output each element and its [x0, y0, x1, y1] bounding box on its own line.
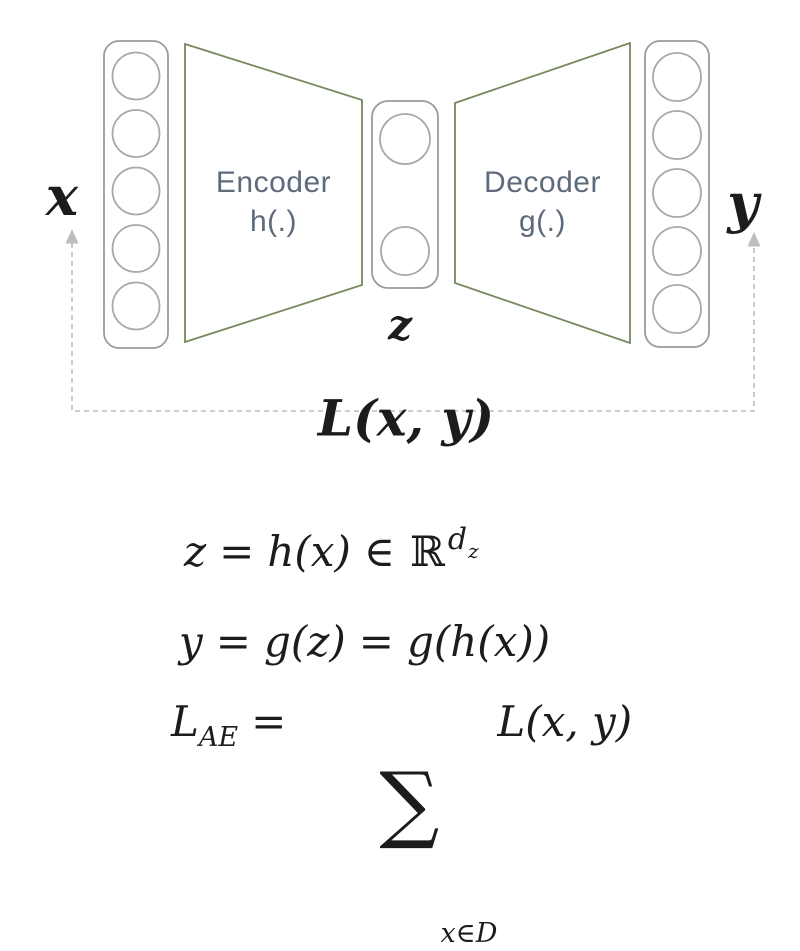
- neuron-circle: [652, 226, 702, 276]
- eq2-equals-2: =: [358, 617, 394, 666]
- eq3-summation: ∑ x∈D: [299, 697, 497, 949]
- input-variable-label: x: [45, 164, 79, 228]
- encoder-title: Encoder: [215, 166, 332, 199]
- eq2-rhs: g(h(x)): [406, 617, 551, 666]
- eq1-dimension-subscript: z: [468, 539, 479, 563]
- neuron-circle: [652, 284, 702, 334]
- eq1-element-of: ∈: [363, 527, 395, 576]
- eq1-real-set-symbol: ℝ: [409, 527, 445, 576]
- neuron-circle: [652, 110, 702, 160]
- equation-latent: z = h(x) ∈ ℝ d z: [184, 522, 479, 577]
- sigma-symbol: ∑: [379, 754, 440, 853]
- eq3-lhs-subscript: AE: [198, 722, 239, 753]
- neuron-circle: [111, 224, 161, 273]
- eq1-dimension-superscript: d: [447, 522, 468, 557]
- decoder-title: Decoder: [484, 166, 601, 199]
- equation-output: y = g(z) = g(h(x)): [179, 617, 550, 667]
- output-variable-label: y: [727, 171, 759, 235]
- encoder-trapezoid: [184, 42, 363, 344]
- eq2-mid: g(z): [263, 617, 346, 666]
- neuron-circle: [111, 166, 161, 216]
- neuron-circle: [111, 281, 161, 331]
- equation-loss: L AE = ∑ x∈D L(x, y): [171, 697, 633, 949]
- eq2-lhs: y: [179, 617, 203, 666]
- loss-dashed-line: [71, 243, 755, 412]
- eq1-equals: =: [219, 527, 255, 576]
- eq1-rhs: h(x): [267, 527, 351, 576]
- latent-variable-label: z: [388, 300, 412, 350]
- loss-arrowhead-left: [65, 229, 79, 244]
- slide-canvas: x y z L(x, y) Encoder h(.) Decoder g(.) …: [45, 40, 761, 950]
- eq3-summation-subscript: x∈D: [440, 918, 498, 950]
- decoder-trapezoid: [454, 41, 631, 345]
- encoder-function: h(.): [250, 205, 297, 238]
- eq1-lhs: z: [184, 527, 207, 576]
- eq3-equals: =: [251, 697, 287, 746]
- loss-loop-path: [71, 243, 755, 412]
- neuron-circle: [111, 109, 161, 158]
- neuron-circle: [379, 113, 431, 165]
- loss-arrowhead-right: [747, 232, 761, 247]
- input-layer: [103, 40, 169, 349]
- latent-layer: [371, 100, 439, 289]
- eq2-equals-1: =: [215, 617, 251, 666]
- neuron-circle: [380, 226, 430, 276]
- decoder-function: g(.): [519, 205, 566, 238]
- decoder-block-label: Decoder g(.): [455, 163, 630, 241]
- output-layer: [644, 40, 710, 348]
- loss-function-label: L(x, y): [317, 388, 495, 448]
- neuron-circle: [652, 52, 702, 102]
- neuron-circle: [652, 168, 702, 218]
- autoencoder-diagram: [65, 40, 761, 412]
- eq3-term: L(x, y): [497, 697, 633, 746]
- eq3-lhs: L: [171, 697, 199, 746]
- neuron-circle: [111, 51, 161, 101]
- encoder-block-label: Encoder h(.): [185, 163, 362, 241]
